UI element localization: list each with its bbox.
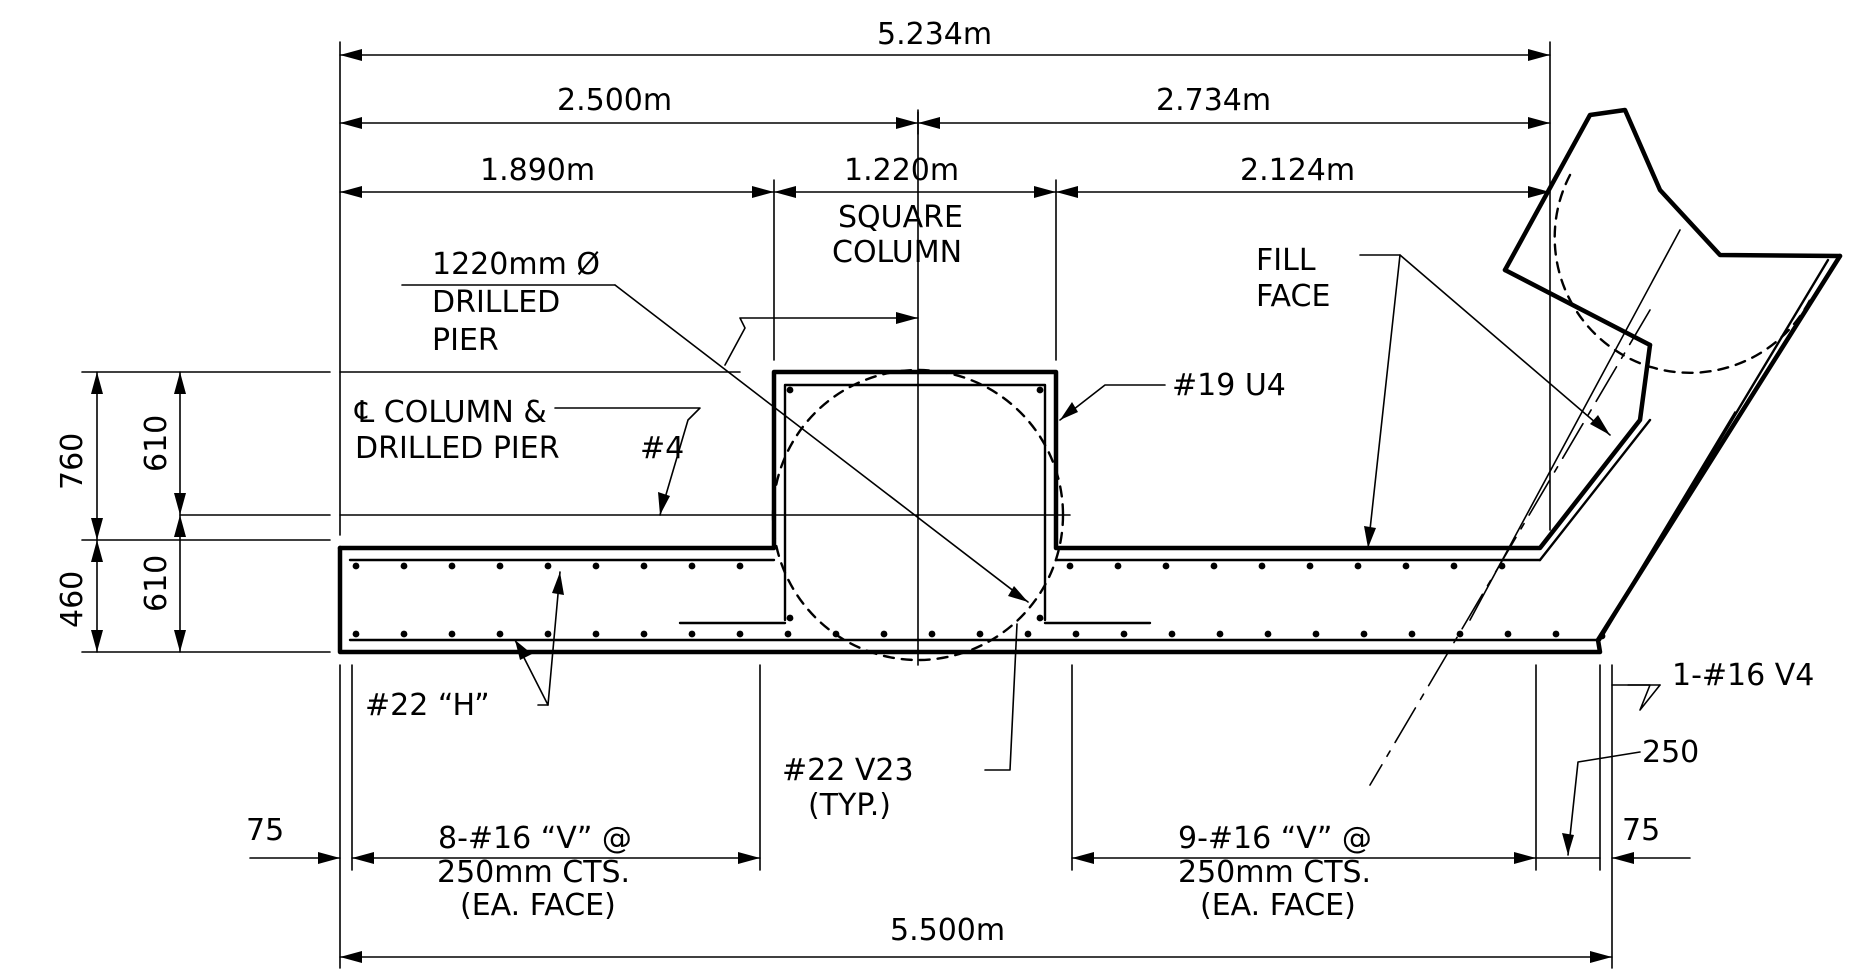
text-labels: 5.234m 2.500m 2.734m 1.890m 1.220m 2.124…	[55, 17, 1814, 948]
dim-cl-to-face: 2.734m	[1156, 83, 1271, 118]
rebar-dot	[688, 562, 696, 570]
rebar-dot	[688, 630, 696, 638]
rebar-dot	[1456, 630, 1464, 638]
rebar-dot	[448, 562, 456, 570]
rebar-dot	[1114, 562, 1122, 570]
rebar-dot	[400, 562, 408, 570]
label-drilled: DRILLED	[432, 285, 560, 320]
dim-column-to-face: 2.124m	[1240, 153, 1355, 188]
label-cl-drilled-pier: DRILLED PIER	[355, 431, 560, 466]
label-v4: 1-#16 V4	[1672, 658, 1814, 693]
rebar-dot	[1360, 630, 1368, 638]
rebar-dot	[928, 630, 936, 638]
rebar-dot	[1264, 630, 1272, 638]
rebar-dot	[786, 614, 794, 622]
rebar-dot	[1216, 630, 1224, 638]
rebar-dot	[1120, 630, 1128, 638]
label-right-v-1: 9-#16 “V” @	[1178, 821, 1372, 856]
rebar-dot	[786, 386, 794, 394]
dim-760: 760	[55, 433, 90, 490]
arrowheads	[91, 49, 1634, 963]
dim-end-spacing: 250	[1642, 735, 1699, 770]
label-left-v-3: (EA. FACE)	[460, 888, 616, 923]
rebar-dot	[1066, 562, 1074, 570]
rebar-dot	[592, 630, 600, 638]
leaders	[401, 254, 1661, 856]
label-cl-column: ℄ COLUMN &	[354, 395, 547, 430]
rebar-dot	[1598, 632, 1606, 640]
rebar-dot	[1408, 630, 1416, 638]
label-square: SQUARE	[838, 200, 963, 235]
dim-right-cover: 75	[1622, 813, 1660, 848]
rebar-dot	[448, 630, 456, 638]
rebar-dot	[400, 630, 408, 638]
rebar-dot	[592, 562, 600, 570]
label-right-v-3: (EA. FACE)	[1200, 888, 1356, 923]
dim-left-cover: 75	[246, 813, 284, 848]
dim-left-to-column: 1.890m	[480, 153, 595, 188]
rebar-dot	[496, 562, 504, 570]
rebar-dot	[544, 630, 552, 638]
label-right-v-2: 250mm CTS.	[1178, 855, 1371, 890]
label-u4: #19 U4	[1172, 368, 1286, 403]
dim-460: 460	[55, 571, 90, 628]
label-v23: #22 V23	[782, 753, 914, 788]
label-bar-4: #4	[640, 431, 684, 466]
label-left-v-2: 250mm CTS.	[437, 855, 630, 890]
rebar-dot	[640, 562, 648, 570]
rebar-dot	[1024, 630, 1032, 638]
rebar-dots	[352, 386, 1606, 640]
label-v23-typ: (TYP.)	[808, 788, 891, 823]
dim-top-overall: 5.234m	[877, 17, 992, 52]
rebar-dot	[352, 562, 360, 570]
label-pier: PIER	[432, 323, 499, 358]
rebar-dot	[1552, 630, 1560, 638]
rebar-dot	[880, 630, 888, 638]
rebar-dot	[1168, 630, 1176, 638]
rebar-dot	[832, 630, 840, 638]
rebar-dot	[352, 630, 360, 638]
rebar-dot	[1258, 562, 1266, 570]
rebar-dot	[1210, 562, 1218, 570]
rebar-dot	[1402, 562, 1410, 570]
rebar-dot	[1036, 386, 1044, 394]
rebar-dot	[640, 630, 648, 638]
rebar-dot	[1306, 562, 1314, 570]
rebar-dot	[1450, 562, 1458, 570]
dimension-lines	[81, 41, 1691, 969]
rebar-dot	[736, 630, 744, 638]
dim-bottom-overall: 5.500m	[890, 913, 1005, 948]
rebar-dot	[1162, 562, 1170, 570]
label-column: COLUMN	[832, 235, 962, 270]
label-face: FACE	[1256, 279, 1330, 314]
rebar-dot	[1354, 562, 1362, 570]
label-fill: FILL	[1256, 243, 1316, 278]
footing-outline	[337, 253, 1843, 655]
rebar-dot	[1036, 614, 1044, 622]
rebar-dot	[1504, 630, 1512, 638]
rebar-dot	[736, 562, 744, 570]
dim-column-width: 1.220m	[844, 153, 959, 188]
label-left-v-1: 8-#16 “V” @	[438, 821, 632, 856]
dim-610-bottom: 610	[139, 555, 174, 612]
rebar-dot	[544, 562, 552, 570]
label-h-bar: #22 “H”	[365, 688, 490, 723]
rebar-dot	[976, 630, 984, 638]
rebar-dot	[1072, 630, 1080, 638]
centerlines	[339, 109, 1651, 786]
rebar-dot	[496, 630, 504, 638]
label-pier-dia: 1220mm Ø	[432, 247, 600, 282]
dim-610-top: 610	[139, 415, 174, 472]
rebar-dot	[1312, 630, 1320, 638]
dim-left-to-cl: 2.500m	[557, 83, 672, 118]
rebar-dot	[784, 630, 792, 638]
